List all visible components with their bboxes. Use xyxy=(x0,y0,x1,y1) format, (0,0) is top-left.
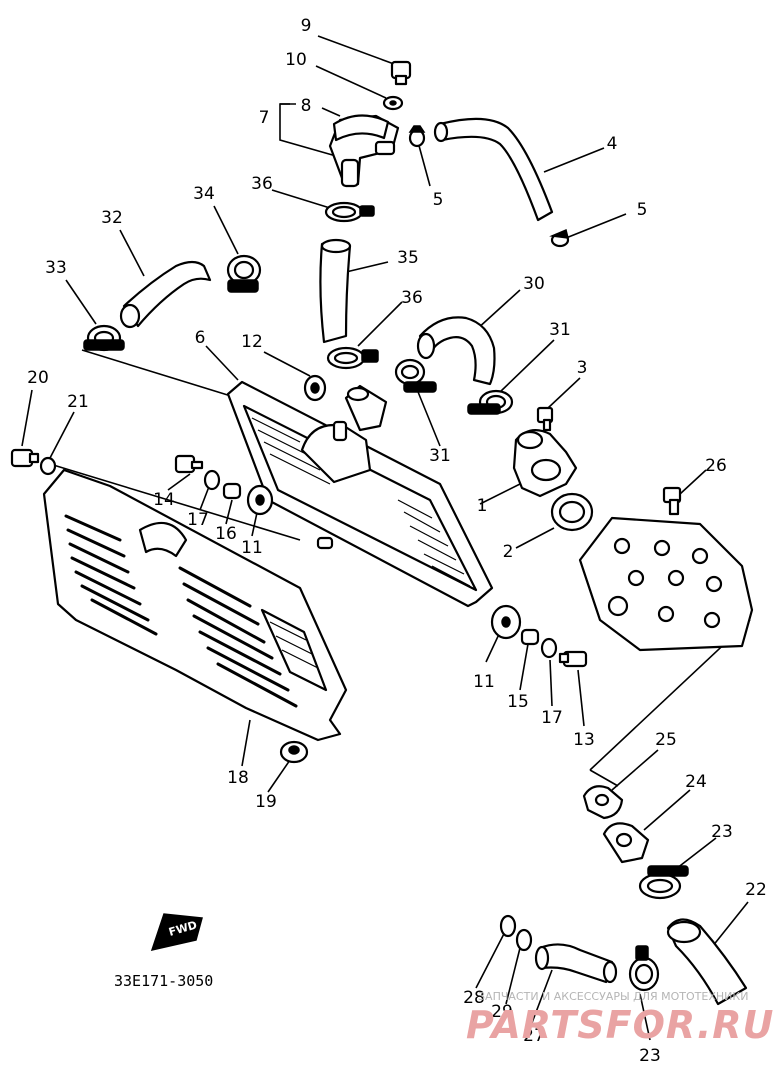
callout-numbers: 9 10 8 7 4 5 5 36 34 32 33 35 30 36 6 12… xyxy=(27,16,767,1066)
part-6-radiator xyxy=(226,380,494,608)
callout-7: 7 xyxy=(259,108,270,128)
part-27-pipe xyxy=(534,943,618,984)
part-5-clip-right xyxy=(549,228,570,248)
part-31-clamp-left xyxy=(394,358,437,393)
callout-27: 27 xyxy=(523,1026,545,1046)
part-30-hose xyxy=(418,316,496,386)
callout-24: 24 xyxy=(685,772,707,792)
part-31-clamp-right xyxy=(467,389,514,415)
callout-1: 1 xyxy=(477,496,488,516)
part-4-hose xyxy=(438,117,554,222)
callout-8: 8 xyxy=(301,96,312,116)
part-26-bolt xyxy=(662,486,682,516)
callout-21: 21 xyxy=(67,392,89,412)
callout-13: 13 xyxy=(573,730,595,750)
callout-23-upper: 23 xyxy=(711,822,733,842)
part-36-clamp-upper xyxy=(324,201,375,223)
callout-29: 29 xyxy=(491,1002,513,1022)
callout-36-lower: 36 xyxy=(401,288,423,308)
callout-30: 30 xyxy=(523,274,545,294)
callout-20: 20 xyxy=(27,368,49,388)
radiator-core-hatching xyxy=(251,417,471,587)
part-12-grommet xyxy=(303,374,327,402)
part-14-bolt xyxy=(174,454,204,474)
callout-3: 3 xyxy=(577,358,588,378)
callout-15: 15 xyxy=(507,692,529,712)
part-18-radiator-shroud xyxy=(42,468,348,742)
watermark-brand: PARTSFOR.RU xyxy=(466,1003,774,1047)
cylinder-head-reference xyxy=(578,516,754,652)
callout-4: 4 xyxy=(607,134,618,154)
callout-17-lower: 17 xyxy=(541,708,563,728)
callout-18: 18 xyxy=(227,768,249,788)
callout-5-upper: 5 xyxy=(433,190,444,210)
callout-26: 26 xyxy=(705,456,727,476)
part-3-bolt xyxy=(536,406,554,432)
part-19-grommet xyxy=(279,740,309,764)
part-35-hose xyxy=(319,239,352,344)
part-23-clamp-upper xyxy=(638,865,689,900)
callout-11-upper: 11 xyxy=(241,538,263,558)
part-17-washer-lower xyxy=(540,637,558,659)
part-13-bolt xyxy=(558,650,588,668)
part-25-gasket xyxy=(582,785,624,820)
callout-6: 6 xyxy=(195,328,206,348)
part-16-collar xyxy=(222,482,242,500)
watermark-tagline: ЗАПЧАСТИ И АКСЕССУАРЫ ДЛЯ МОТОТЕХНИКИ xyxy=(478,990,748,1003)
part-7-filler-neck xyxy=(328,114,400,188)
part-11-grommet-upper xyxy=(246,484,274,516)
part-23-clamp-lower xyxy=(628,945,660,992)
part-24-joint xyxy=(602,822,650,864)
part-20-bolt xyxy=(10,448,40,468)
callout-17-upper: 17 xyxy=(187,510,209,530)
callout-2: 2 xyxy=(503,542,514,562)
callout-9: 9 xyxy=(301,16,312,36)
part-32-hose xyxy=(122,260,212,328)
callout-32: 32 xyxy=(101,208,123,228)
callout-36-upper: 36 xyxy=(251,174,273,194)
part-34-clamp xyxy=(226,254,262,293)
callout-19: 19 xyxy=(255,792,277,812)
callout-31-left: 31 xyxy=(429,446,451,466)
part-33-clamp xyxy=(83,324,125,352)
callout-35: 35 xyxy=(397,248,419,268)
watermark: ЗАПЧАСТИ И АКСЕССУАРЫ ДЛЯ МОТОТЕХНИКИ PA… xyxy=(466,990,774,1047)
callout-33: 33 xyxy=(45,258,67,278)
part-9-plug xyxy=(390,60,412,86)
callout-12: 12 xyxy=(241,332,263,352)
part-36-clamp-lower xyxy=(326,346,379,370)
callout-22: 22 xyxy=(745,880,767,900)
callout-10: 10 xyxy=(285,50,307,70)
shroud-fins xyxy=(64,514,298,708)
callout-11-lower: 11 xyxy=(473,672,495,692)
callout-25: 25 xyxy=(655,730,677,750)
part-15-collar xyxy=(520,628,540,646)
diagram-code: 33E171-3050 xyxy=(114,972,213,990)
part-5-clip-upper xyxy=(408,125,426,148)
part-17-washer-upper xyxy=(203,469,221,491)
callout-31-right: 31 xyxy=(549,320,571,340)
callout-16: 16 xyxy=(215,524,237,544)
callout-34: 34 xyxy=(193,184,215,204)
part-1-thermostat-housing xyxy=(512,429,578,498)
callout-5-right: 5 xyxy=(637,200,648,220)
callout-23-lower: 23 xyxy=(639,1046,661,1066)
part-28-o-ring xyxy=(499,914,517,938)
fwd-arrow-icon: FWD xyxy=(150,913,203,952)
part-21-washer xyxy=(39,456,57,476)
part-2-thermostat xyxy=(550,492,594,532)
part-11-grommet-lower xyxy=(490,604,522,640)
part-29-o-ring xyxy=(515,928,533,952)
callout-28: 28 xyxy=(463,988,485,1008)
callout-14: 14 xyxy=(153,490,175,510)
